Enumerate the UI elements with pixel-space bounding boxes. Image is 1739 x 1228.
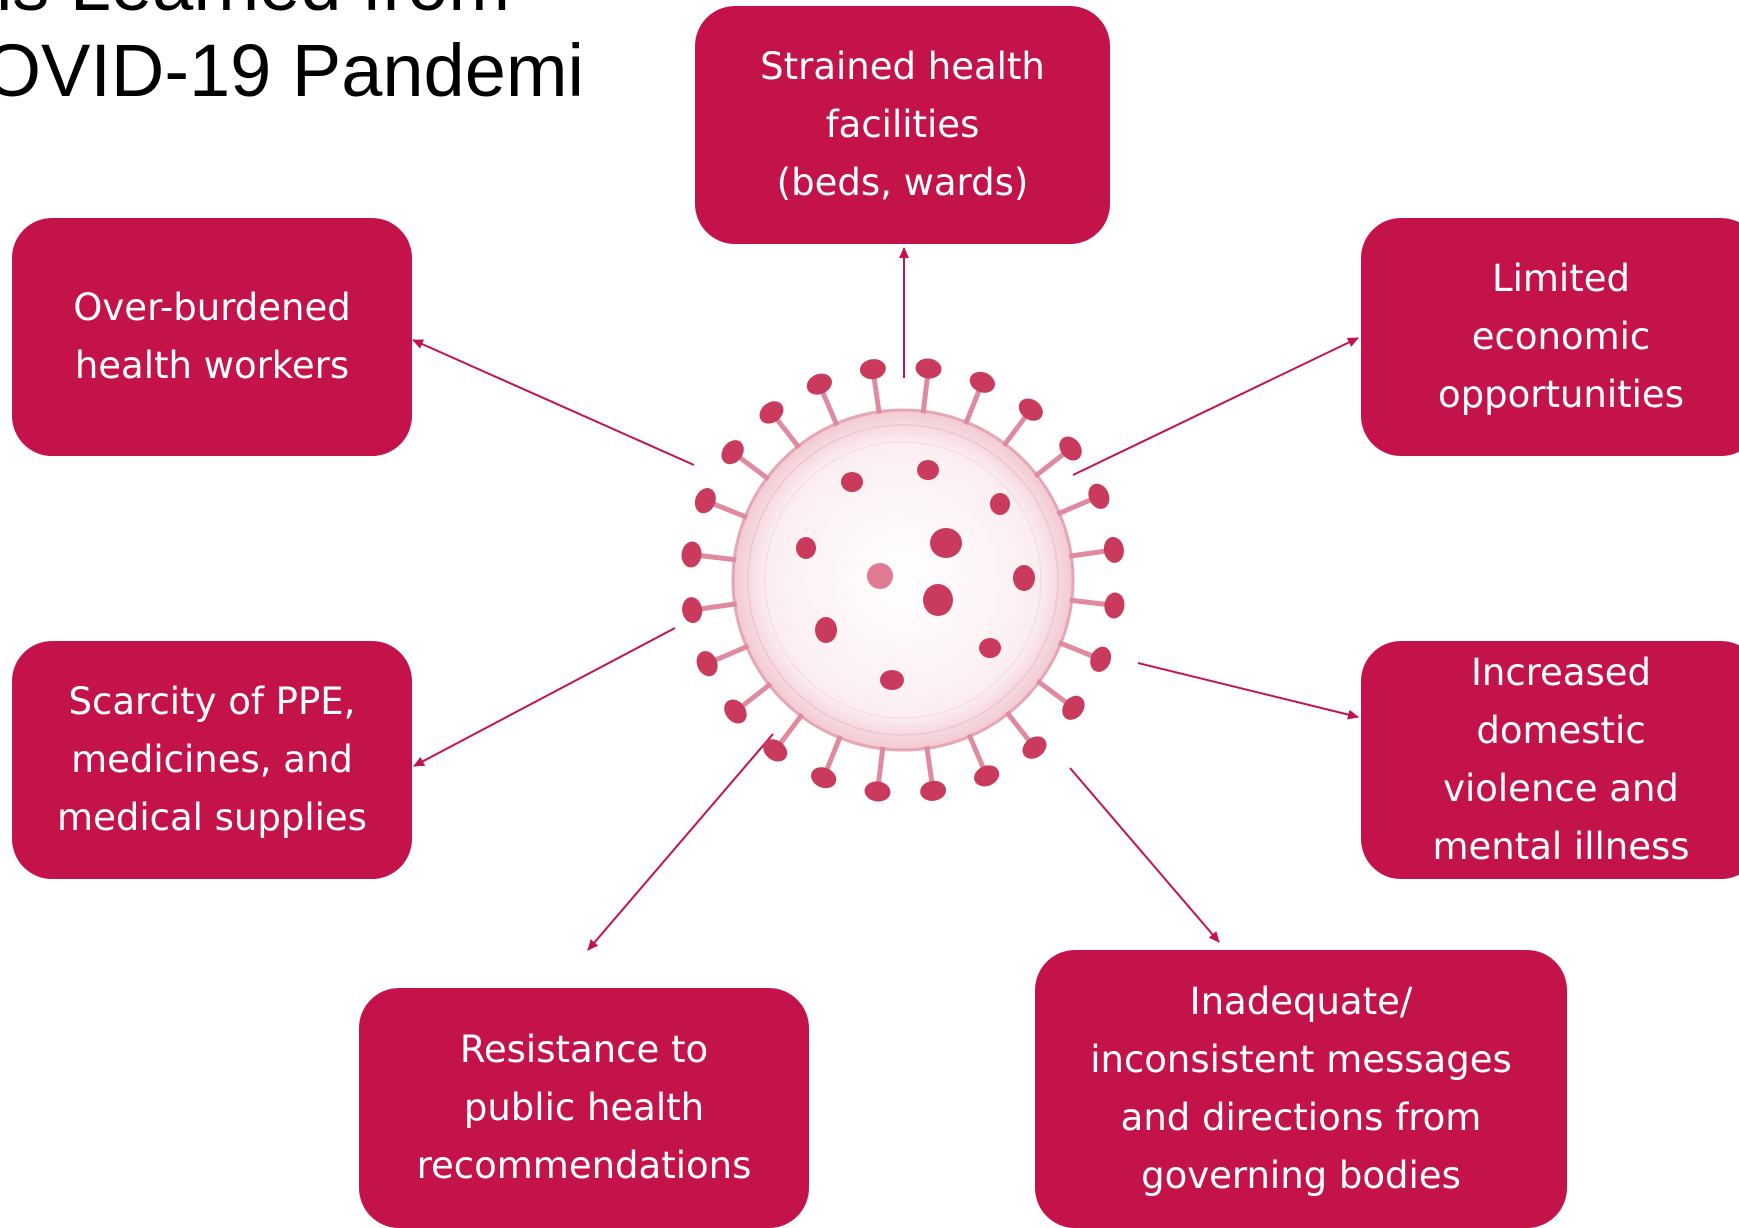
virus-surface-dots (796, 460, 1035, 690)
virus-spike-stem (1056, 497, 1093, 517)
virus-spike-tip (806, 373, 832, 395)
virus-spike-stem (875, 746, 886, 784)
virus-spike-stem (820, 390, 840, 427)
virus-spike-tip (1059, 436, 1082, 461)
virus-spike-tip (969, 371, 995, 393)
virus-spike-tip (681, 541, 702, 568)
virus-spike-tip (974, 765, 1000, 787)
virus-body (731, 408, 1075, 752)
virus-spike-tip (811, 767, 837, 789)
box-overburdened-health-workers: Over-burdened health workers (12, 218, 412, 456)
virus-spike-tip (759, 401, 784, 424)
virus-spike-stem (737, 454, 771, 482)
virus-spike-tip (859, 359, 886, 380)
virus-spike-stem (699, 552, 737, 563)
virus-spike-tip (920, 780, 947, 801)
virus-spike-tip (915, 358, 942, 379)
arrow-to-overburdened (412, 339, 695, 466)
box-resistance-to-recommendations: Resistance to public health recommendati… (359, 988, 809, 1228)
virus-spike-stem (774, 417, 802, 450)
box-increased-domestic-violence: Increased domestic violence and mental i… (1361, 641, 1739, 879)
virus-spike-stem (1033, 451, 1066, 479)
virus-spike-stem (1057, 640, 1095, 659)
slide-title-line-1: ons Learned from (0, 0, 584, 28)
virus-spike-tip (1018, 398, 1043, 421)
virus-spike-stem (1035, 678, 1069, 706)
slide-title-line-2: COVID-19 Pandemi (0, 29, 584, 112)
arrow-to-limited (1072, 337, 1359, 476)
virus-spike-stem (824, 734, 843, 772)
virus-spike-stem (713, 643, 750, 663)
virus-spike-stem (699, 601, 738, 612)
virus-spike-stem (924, 745, 935, 784)
virus-spike-tip (696, 651, 718, 677)
virus-spike-stem (963, 388, 982, 426)
virus-spike-tip (1022, 736, 1047, 759)
virus-spike-stem (871, 376, 882, 415)
virus-spike-tip (724, 699, 747, 724)
box-strained-health-facilities: Strained health facilities (beds, wards) (695, 6, 1110, 244)
arrow-to-resistance (587, 733, 774, 951)
virus-spike-tip (763, 739, 788, 762)
coronavirus-icon (681, 358, 1125, 802)
virus-spike-stem (711, 501, 749, 520)
arrows (412, 247, 1359, 951)
virus-spike-stem (920, 376, 931, 414)
slide-title: ons Learned from COVID-19 Pandemi (0, 0, 584, 114)
virus-spike-stem (1004, 710, 1032, 743)
arrow-to-increased (1137, 662, 1359, 720)
virus-spike-tip (1090, 646, 1112, 672)
arrow-to-scarcity (413, 627, 676, 767)
virus-spike-stem (1069, 597, 1107, 608)
box-scarcity-of-ppe: Scarcity of PPE, medicines, and medical … (12, 641, 412, 879)
virus-spikes (681, 358, 1125, 802)
virus-spike-tip (721, 440, 744, 465)
virus-spike-tip (682, 597, 703, 624)
virus-spike-stem (1068, 548, 1107, 559)
virus-spike-tip (1062, 695, 1085, 720)
box-inadequate-messages: Inadequate/ inconsistent messages and di… (1035, 950, 1567, 1228)
box-limited-economic-opportunities: Limited economic opportunities (1361, 218, 1739, 456)
virus-spike-stem (966, 733, 986, 770)
virus-spike-stem (740, 681, 773, 709)
arrow-to-inadequate (1069, 767, 1220, 943)
virus-spike-tip (864, 781, 891, 802)
virus-spike-stem (1001, 414, 1029, 448)
virus-spike-tip (1103, 536, 1124, 563)
virus-spike-stem (777, 712, 805, 746)
virus-spike-tip (1088, 483, 1110, 509)
virus-spike-tip (694, 488, 716, 514)
virus-spike-tip (1104, 592, 1125, 619)
